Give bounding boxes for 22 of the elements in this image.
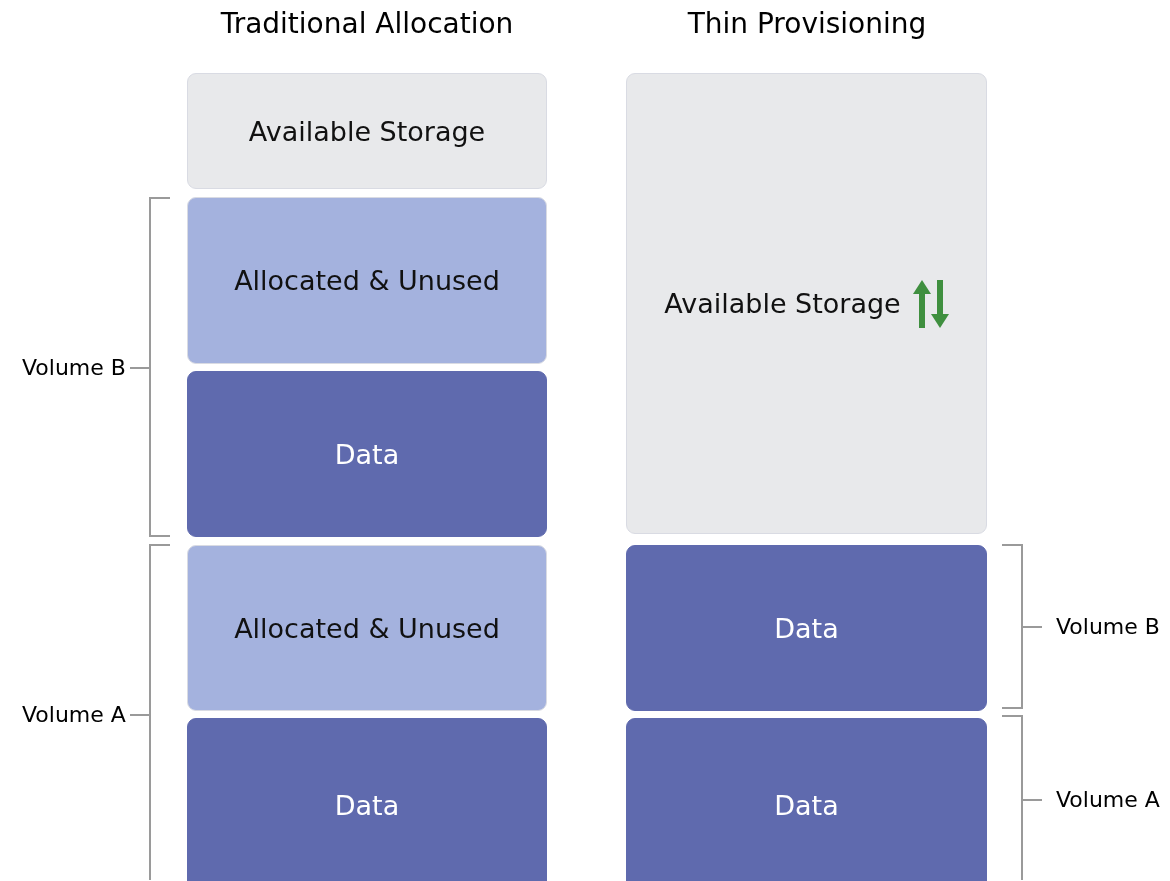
available-storage-block — [187, 73, 547, 189]
volume-label: Volume B — [1056, 613, 1160, 639]
volume-label: Volume A — [1056, 786, 1160, 812]
allocated-block — [187, 545, 547, 711]
volume-label: Volume A — [22, 701, 126, 727]
block-label: Available Storage — [248, 115, 486, 147]
block-label: Data — [334, 438, 400, 470]
block-label: Data — [334, 790, 400, 821]
data-block — [626, 718, 987, 881]
available-storage-block — [626, 73, 987, 534]
column-heading: Thin Provisioning — [687, 7, 927, 41]
column-heading: Traditional Allocation — [220, 7, 514, 41]
volume-label: Volume B — [22, 354, 126, 380]
allocated-block — [187, 197, 547, 364]
data-block — [187, 718, 547, 881]
block-label: Allocated & Unused — [234, 612, 500, 644]
block-label: Data — [774, 790, 839, 821]
data-block — [187, 371, 547, 537]
block-label: Data — [774, 612, 839, 644]
block-label: Available Storage — [664, 288, 901, 319]
data-block — [626, 545, 987, 711]
block-label: Allocated & Unused — [234, 265, 500, 296]
